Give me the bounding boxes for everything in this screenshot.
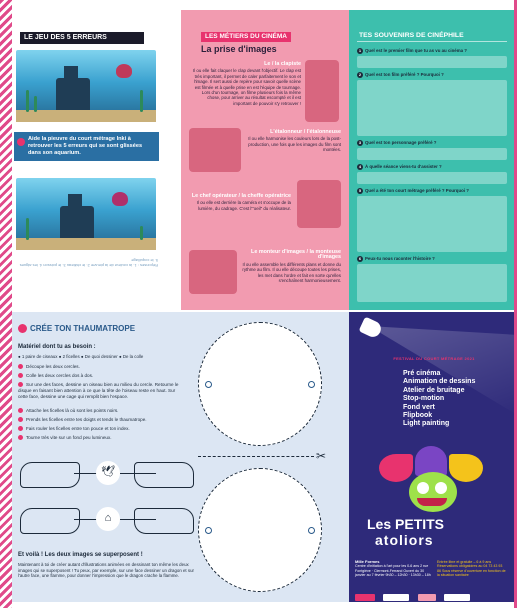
festival-label: FESTIVAL DU COURT MÉTRAGE 2021 — [393, 356, 475, 361]
colorist-figure-icon — [189, 128, 241, 172]
camera-operator-figure-icon — [297, 180, 341, 228]
activity-item: Stop-motion — [403, 395, 445, 403]
five-errors-instruction: Aide la pieuvre du court métrage Inki à … — [14, 132, 159, 161]
activity-item: Flipbook — [403, 412, 433, 420]
cutout-circle-top[interactable] — [198, 322, 322, 446]
step-4: Attache les ficelles là où sont les poin… — [18, 408, 186, 414]
panel-festival-poster: FESTIVAL DU COURT MÉTRAGE 2021 Pré ciném… — [349, 312, 514, 602]
activity-item: Pré cinéma — [403, 370, 441, 377]
hands-cage-illustration: ⌂ — [20, 502, 194, 536]
partner-logo — [444, 594, 471, 601]
job-colorist: L'étalonneur / l'étalonneuse Il ou elle … — [248, 129, 341, 153]
jester-mascot-icon — [379, 446, 489, 516]
activity-item: Light painting — [403, 420, 450, 428]
brand-logo-line2: atoliors — [375, 532, 434, 548]
result-title: Et voilà ! Les deux images se superposen… — [18, 552, 143, 558]
five-errors-title: LE JEU DES 5 ERREURS — [20, 32, 144, 44]
aquarium-image-top — [16, 50, 156, 122]
job-clapper: Le / la clapiste Il ou elle fait claquer… — [193, 61, 301, 106]
step-6: Fais rouler les ficelles entre ton pouce… — [18, 426, 186, 432]
step-2: Colle les deux cercles dos à dos. — [18, 373, 186, 379]
editor-figure-icon — [189, 250, 237, 294]
answers-upside-down: Réponses : 1. la couleur de la pieuvre 2… — [19, 258, 158, 268]
job-editor: Le monteur d'images / la monteuse d'imag… — [242, 249, 341, 284]
answer-box-4[interactable] — [357, 172, 507, 184]
step-7: Tourne très vite sur un fond peu lumineu… — [18, 435, 186, 441]
panel-cinema-jobs: LES MÉTIERS DU CINÉMA La prise d'images … — [181, 10, 349, 310]
right-edge-decoration — [514, 0, 517, 608]
answer-box-3[interactable] — [357, 148, 507, 160]
answer-box-1[interactable] — [357, 56, 507, 68]
step-5: Prends les ficelles entre tes doigts et … — [18, 417, 186, 423]
partner-logo — [417, 594, 436, 601]
right-hand-icon — [134, 462, 194, 488]
materials-list: ● 1 paire de ciseaux ● 2 ficelles ● De q… — [18, 354, 144, 359]
bird-disk-icon: 🕊 — [96, 461, 120, 485]
cage-disk-icon: ⌂ — [96, 507, 120, 531]
thaumatrope-title: CRÉE TON THAUMATROPE — [30, 324, 136, 333]
right-hand-icon — [134, 508, 194, 534]
left-hand-icon — [20, 508, 80, 534]
scissors-icon: ✂ — [316, 449, 327, 463]
step-1: Découpe les deux cercles. — [18, 364, 186, 370]
clapper-figure-icon — [305, 60, 339, 122]
left-hand-icon — [20, 462, 80, 488]
cinema-jobs-subtitle: La prise d'images — [201, 44, 277, 54]
panel-five-errors-game: LE JEU DES 5 ERREURS Aide la pieuvre du … — [12, 10, 181, 310]
projector-icon — [358, 316, 384, 340]
play-bullet-icon — [18, 324, 27, 333]
partner-logo — [355, 594, 375, 601]
activity-item: Fond vert — [403, 403, 435, 411]
venue-info: Mille Formes Centre d'initiation à l'art… — [355, 559, 431, 578]
hands-bird-illustration: 🕊 — [20, 456, 194, 490]
partner-logos — [355, 588, 509, 601]
cinema-jobs-title: LES MÉTIERS DU CINÉMA — [201, 32, 291, 42]
result-text: Maintenant à toi de créer autant d'illus… — [18, 562, 194, 579]
left-stripe-decoration — [0, 0, 12, 608]
activity-item: Animation de dessins — [403, 378, 476, 386]
answer-box-6[interactable] — [357, 264, 507, 302]
answer-box-5[interactable] — [357, 196, 507, 252]
activity-item: Atelier de bruitage — [403, 386, 465, 394]
cutout-circle-bottom[interactable] — [198, 468, 322, 592]
activities-list: Pré cinéma Animation de dessins Atelier … — [403, 370, 475, 429]
partner-logo — [383, 594, 410, 601]
play-bullet-icon — [17, 138, 25, 146]
octopus-icon — [112, 192, 128, 206]
memories-title: TES SOUVENIRS DE CINÉPHILE — [359, 32, 464, 39]
booking-note: Entrée libre et gratuite – 6 à 9 ans Rés… — [437, 560, 506, 578]
octopus-icon — [116, 64, 132, 78]
brand-logo-line1: Les PETITS — [367, 516, 445, 532]
job-cinematographer: Le chef opérateur / la cheffe opératrice… — [191, 193, 291, 211]
aquarium-image-bottom — [16, 178, 156, 250]
cut-line — [198, 456, 314, 457]
panel-thaumatrope: CRÉE TON THAUMATROPE Matériel dont tu as… — [12, 312, 349, 602]
answer-box-2[interactable] — [357, 80, 507, 136]
step-3: Sur une des faces, dessine un oiseau bie… — [18, 382, 179, 399]
materials-title: Matériel dont tu as besoin : — [18, 344, 96, 350]
